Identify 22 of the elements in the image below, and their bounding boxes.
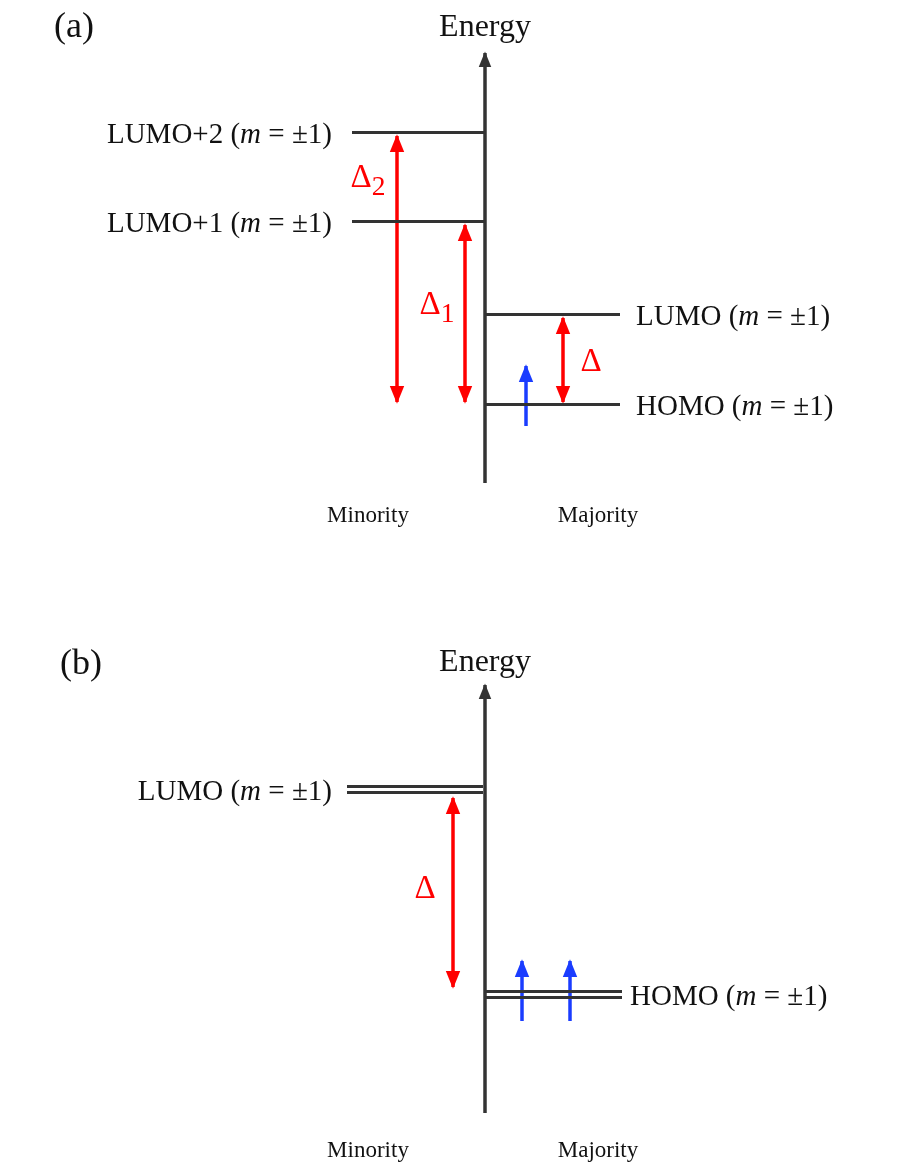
axis-label: Minority [327, 1137, 409, 1163]
level-label: LUMO (m = ±1) [137, 773, 332, 808]
axis-label: Majority [557, 502, 639, 528]
panel-label: (a) [54, 4, 94, 46]
axis-label: Energy [439, 6, 531, 44]
double-arrow [389, 134, 405, 404]
double-arrow [457, 223, 473, 404]
edge-label: Δ$_{1}$ [419, 287, 455, 327]
axis-label: Majority [557, 1137, 639, 1163]
edge-label: Δ [414, 870, 436, 904]
level-label: HOMO (m = ±1) [636, 388, 834, 423]
level-label: HOMO (m = ±1) [630, 978, 828, 1013]
double-arrow [555, 316, 571, 404]
panel-label: (b) [60, 641, 102, 683]
level-label: LUMO (m = ±1) [636, 298, 831, 333]
level-label: LUMO+2 (m = ±1) [106, 116, 332, 151]
edge-label: Δ [580, 343, 602, 377]
level-label: LUMO+1 (m = ±1) [106, 205, 332, 240]
edge-label: Δ$_{2}$ [350, 160, 386, 200]
double-arrow [445, 796, 461, 989]
axis-label: Minority [327, 502, 409, 528]
axis-label: Energy [439, 641, 531, 679]
